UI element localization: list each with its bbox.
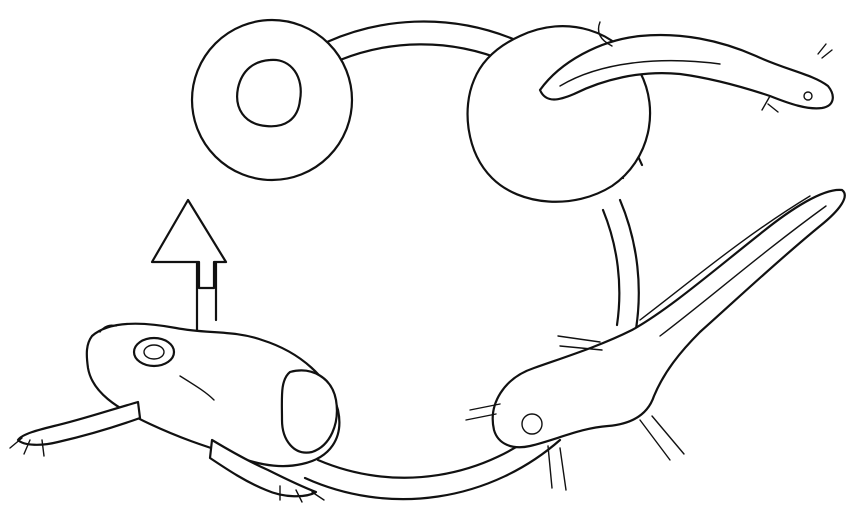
hatchling-icon (468, 22, 833, 202)
frog-icon (10, 324, 339, 502)
egg-icon (192, 20, 352, 180)
tadpole-icon (466, 190, 845, 490)
cycle-arrow-icon (152, 200, 226, 288)
